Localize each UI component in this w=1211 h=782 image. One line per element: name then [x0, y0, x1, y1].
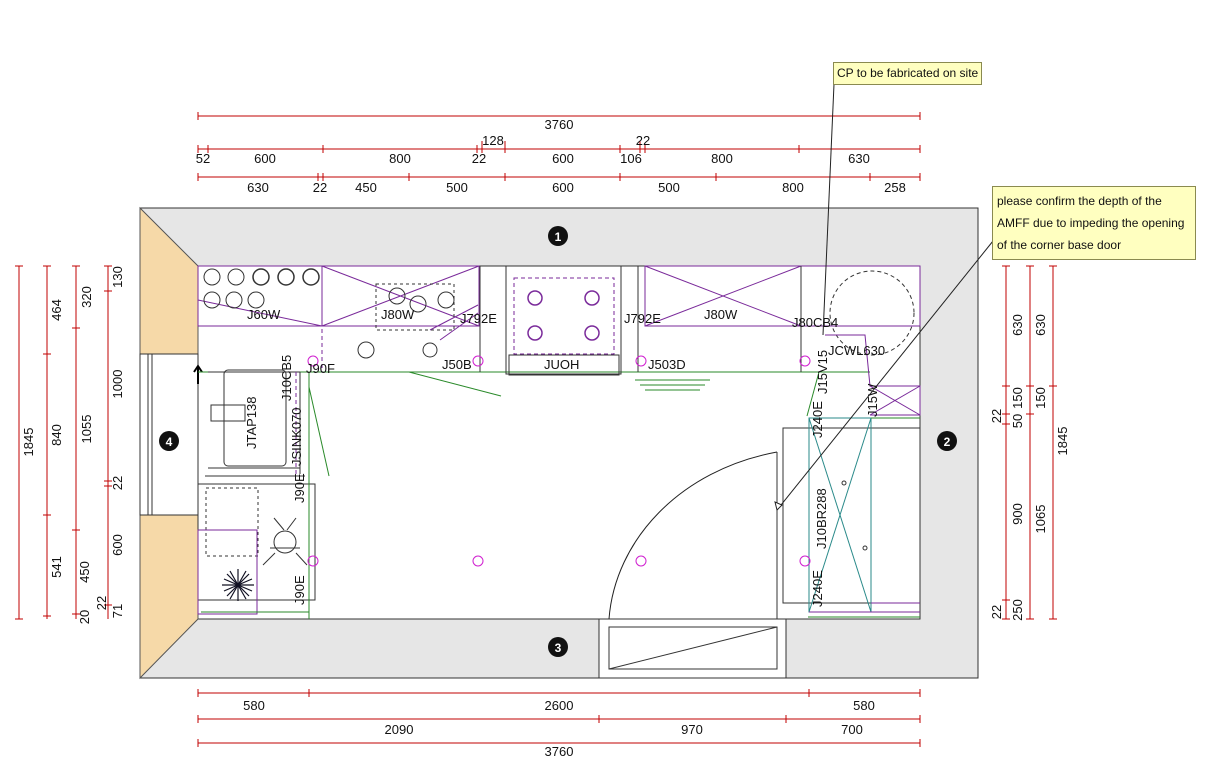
- label-j240e-lower: J240E: [810, 570, 825, 607]
- left-c-0: 320: [79, 286, 94, 308]
- top-upper-0: 52: [196, 151, 210, 166]
- note-cp-text: CP to be fabricated on site: [837, 66, 979, 80]
- right-dimensions: [1002, 265, 1057, 620]
- top-upper-5: 106: [620, 151, 642, 166]
- note-amff-depth: please confirm the depth of the AMFF due…: [992, 186, 1196, 260]
- top-upper-7: 630: [848, 151, 870, 166]
- left-b-0: 464: [49, 299, 64, 321]
- left-dimension-labels: 1845 464 840 541 20 320 1055 450 22 130 …: [21, 266, 125, 624]
- left-d-3: 600: [110, 534, 125, 556]
- bottom-overall-dim: 3760: [545, 744, 574, 759]
- right-c-0: 630: [1033, 314, 1048, 336]
- label-j792e-right: J792E: [624, 311, 661, 326]
- top-overall-dim: 3760: [545, 117, 574, 132]
- note-amff-line-1: please confirm the depth of the: [997, 194, 1162, 208]
- wall-markers: 1 2 3 4: [159, 226, 957, 657]
- right-c-1: 1845: [1055, 427, 1070, 456]
- label-j90f: J90F: [306, 361, 335, 376]
- note-cp-fabricated: CP to be fabricated on site: [833, 62, 983, 85]
- left-b-2: 541: [49, 556, 64, 578]
- label-j10cb5: J10CB5: [279, 355, 294, 401]
- bottom-row2-0: 2090: [385, 722, 414, 737]
- left-d-4: 71: [110, 604, 125, 618]
- top-upper-6: 800: [711, 151, 733, 166]
- label-jtap138: JTAP138: [244, 396, 259, 449]
- right-a-5: 250: [1010, 599, 1025, 621]
- note-amff-line-3: of the corner base door: [997, 238, 1122, 252]
- label-j503d: J503D: [648, 357, 686, 372]
- right-a-1: 50: [1010, 414, 1025, 428]
- top-lower-7: 258: [884, 180, 906, 195]
- top-lower-1: 22: [313, 180, 327, 195]
- bottom-row2-2: 700: [841, 722, 863, 737]
- top-lower-0: 630: [247, 180, 269, 195]
- wall-marker-3: 3: [555, 641, 562, 655]
- label-j80w-right: J80W: [704, 307, 738, 322]
- right-a-3: 900: [1010, 503, 1025, 525]
- top-upper-4: 600: [552, 151, 574, 166]
- left-d-0: 130: [110, 266, 125, 288]
- left-dimensions: [15, 265, 112, 620]
- left-c-1: 1055: [79, 415, 94, 444]
- label-j792e-left: J792E: [460, 311, 497, 326]
- label-j80w-left: J80W: [381, 307, 415, 322]
- top-upper-2: 800: [389, 151, 411, 166]
- right-a-4: 22: [989, 605, 1004, 619]
- top-lower-5: 500: [658, 180, 680, 195]
- label-jsink070: JSINK070: [289, 407, 304, 466]
- bottom-row1-0: 580: [243, 698, 265, 713]
- right-a-0: 22: [989, 409, 1004, 423]
- label-j90e-upper: J90E: [292, 473, 307, 503]
- left-c-2: 450: [77, 561, 92, 583]
- bottom-row2-1: 970: [681, 722, 703, 737]
- bottom-row1-1: 2600: [545, 698, 574, 713]
- label-j80cb4: J80CB4: [792, 315, 838, 330]
- cabinets: [197, 265, 921, 619]
- cabinet-labels: J60W J80W J792E J792E J80W J80CB4 JCWL63…: [244, 307, 885, 607]
- top-dimensions: [197, 112, 921, 181]
- right-b-0: 630: [1010, 314, 1025, 336]
- wall-marker-4: 4: [166, 435, 173, 449]
- note-leaders: [774, 83, 994, 511]
- label-juoh: JUOH: [544, 357, 579, 372]
- top-lower-4: 600: [552, 180, 574, 195]
- left-b-1: 840: [49, 424, 64, 446]
- wall-marker-1: 1: [555, 230, 562, 244]
- label-j15v15: J15V15: [815, 350, 830, 394]
- top-upper-3: 22: [472, 151, 486, 166]
- top-upper-1: 600: [254, 151, 276, 166]
- top-dim-22-mid: 22: [636, 133, 650, 148]
- right-b-2: 1065: [1033, 505, 1048, 534]
- left-a-0: 1845: [21, 428, 36, 457]
- wall-marker-2: 2: [944, 435, 951, 449]
- note-amff-line-2: AMFF due to impeding the opening: [997, 216, 1185, 230]
- label-j60w: J60W: [247, 307, 281, 322]
- bottom-row1-2: 580: [853, 698, 875, 713]
- top-dim-128: 128: [482, 133, 504, 148]
- top-lower-2: 450: [355, 180, 377, 195]
- label-j50b: J50B: [442, 357, 472, 372]
- left-d-1: 1000: [110, 370, 125, 399]
- top-lower-3: 500: [446, 180, 468, 195]
- label-j15w: J15W: [865, 383, 880, 417]
- left-d-2: 22: [110, 476, 125, 490]
- right-b-1: 150: [1033, 387, 1048, 409]
- label-j10br288: J10BR288: [814, 488, 829, 549]
- label-j240e-upper: J240E: [810, 401, 825, 438]
- bottom-dimensions: [197, 689, 921, 747]
- right-a-2: 150: [1010, 387, 1025, 409]
- top-lower-6: 800: [782, 180, 804, 195]
- left-b-3: 20: [77, 610, 92, 624]
- top-dimension-labels: 3760 128 22 52 600 800 22 600 106 800 63…: [196, 117, 906, 195]
- label-jcwl630: JCWL630: [828, 343, 885, 358]
- label-j90e-lower: J90E: [292, 575, 307, 605]
- bottom-dimension-labels: 580 2600 580 2090 970 700 3760: [243, 698, 875, 759]
- left-c-3: 22: [94, 596, 109, 610]
- right-dimension-labels: 22 50 150 900 22 250 630 150 1065 630 18…: [989, 314, 1070, 621]
